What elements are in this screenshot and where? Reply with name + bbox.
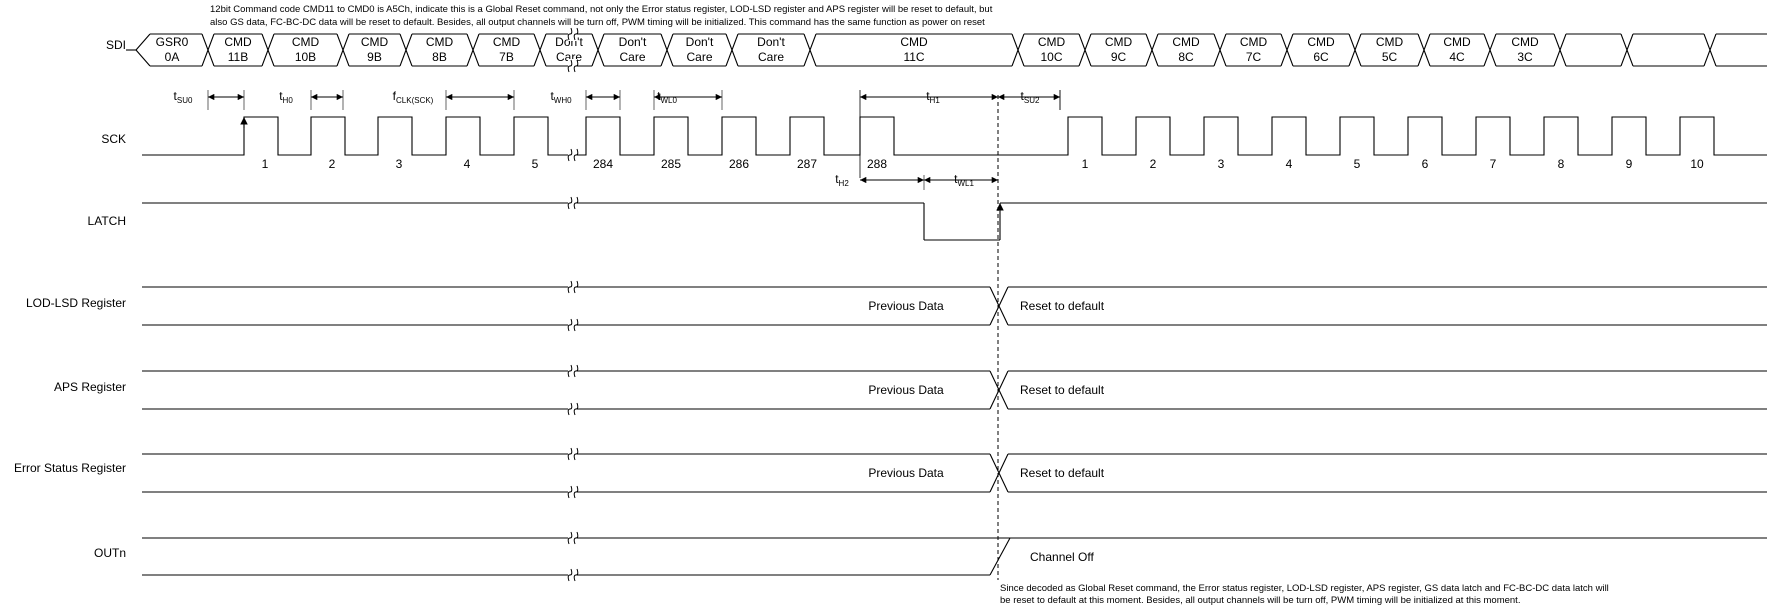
break-mark	[567, 568, 579, 582]
break-mark	[567, 59, 579, 73]
sck-pulse-label: 288	[867, 157, 887, 171]
aps-previous-data: Previous Data	[868, 383, 944, 397]
sdi-cell-line1: CMD	[900, 35, 928, 49]
twl1-label: tWL1	[954, 172, 974, 188]
signal-label-outn: OUTn	[93, 546, 126, 560]
err-previous-data: Previous Data	[868, 466, 944, 480]
aps-bus	[989, 370, 1009, 410]
sdi-cell-line1: Don't	[619, 35, 647, 49]
fclk-label: fCLK(SCK)	[393, 89, 434, 105]
sdi-cell-line1: CMD	[361, 35, 389, 49]
sck-pulse-label: 8	[1558, 157, 1565, 171]
sdi-cell-line1: CMD	[292, 35, 320, 49]
sdi-cell-line1: CMD	[426, 35, 454, 49]
signal-label-aps: APS Register	[53, 380, 126, 394]
sdi-cell-line1: CMD	[1443, 35, 1471, 49]
twl0-label: tWL0	[657, 89, 677, 105]
sck-pulse-label: 3	[396, 157, 403, 171]
sck-pulse-label: 284	[593, 157, 613, 171]
signal-label-latch: LATCH	[87, 214, 126, 228]
sck-pulse-label: 286	[729, 157, 749, 171]
sdi-cell-line1: CMD	[1307, 35, 1335, 49]
break-mark	[567, 27, 579, 41]
sdi-cell-line1: CMD	[1172, 35, 1200, 49]
sdi-cell-line2: 11C	[903, 50, 924, 64]
lod-previous-data: Previous Data	[868, 299, 944, 313]
sdi-cell-line1: CMD	[1376, 35, 1404, 49]
twh0-label: tWH0	[550, 89, 572, 105]
outn-channel-off: Channel Off	[1030, 550, 1094, 564]
sdi-cell-line2: 10C	[1040, 50, 1062, 64]
sdi-cell-line1: CMD	[1038, 35, 1066, 49]
sck-pulse-label: 2	[329, 157, 336, 171]
sdi-cell-line2: 6C	[1313, 50, 1329, 64]
sck-pulse-label: 1	[262, 157, 269, 171]
sdi-cell-line2: 5C	[1382, 50, 1398, 64]
err-reset-to-default: Reset to default	[1020, 466, 1105, 480]
error-status-bus	[989, 453, 1009, 493]
sck-pulse-label: 5	[1354, 157, 1361, 171]
sck-waveform	[142, 116, 1767, 156]
sck-pulse-label: 9	[1626, 157, 1633, 171]
sdi-cell-line1: CMD	[493, 35, 521, 49]
sdi-cell-line2: 4C	[1449, 50, 1465, 64]
signal-label-sck: SCK	[101, 132, 126, 146]
sdi-cell-line2: 0A	[165, 50, 180, 64]
sdi-cell-line2: 11B	[228, 50, 248, 64]
sdi-cell-line1: GSR0	[156, 35, 189, 49]
top-note: 12bit Command code CMD11 to CMD0 is A5Ch…	[210, 4, 993, 28]
break-mark	[567, 148, 579, 162]
bottom-note: Since decoded as Global Reset command, t…	[1000, 583, 1609, 606]
sdi-cell-line1: CMD	[1240, 35, 1268, 49]
signal-label-lod-lsd: LOD-LSD Register	[25, 296, 126, 310]
aps-reset-to-default: Reset to default	[1020, 383, 1105, 397]
sdi-cell-line2: Care	[758, 50, 784, 64]
tsu0-label: tSU0	[174, 89, 193, 105]
break-mark	[567, 196, 579, 210]
sdi-cell-line1: CMD	[1511, 35, 1539, 49]
lod-reset-to-default: Reset to default	[1020, 299, 1105, 313]
signal-label-error-status: Error Status Register	[13, 461, 126, 475]
break-mark	[567, 447, 579, 461]
sck-pulse-label: 285	[661, 157, 681, 171]
sck-pulse-label: 5	[532, 157, 539, 171]
th2-label: tH2	[835, 172, 849, 188]
sdi-cell-line2: 9B	[367, 50, 382, 64]
sdi-cell-line1: CMD	[224, 35, 252, 49]
sck-pulse-label: 4	[1286, 157, 1293, 171]
sck-pulse-label: 3	[1218, 157, 1225, 171]
sdi-cell-line2: 7C	[1246, 50, 1262, 64]
sdi-cell-line2: 3C	[1517, 50, 1533, 64]
th0-label: tH0	[279, 89, 293, 105]
sck-pulse-label: 4	[464, 157, 471, 171]
sdi-cell-line2: 8C	[1178, 50, 1194, 64]
lod-lsd-bus	[989, 286, 1009, 326]
sck-pulse-label: 2	[1150, 157, 1157, 171]
sdi-cell-line2: 8B	[432, 50, 447, 64]
sdi-cell-line1: CMD	[1105, 35, 1133, 49]
sck-pulse-label: 6	[1422, 157, 1429, 171]
break-mark	[567, 318, 579, 332]
sdi-cell-line1: Don't	[757, 35, 785, 49]
break-mark	[567, 364, 579, 378]
sck-pulse-label: 7	[1490, 157, 1497, 171]
sck-pulse-label: 287	[797, 157, 817, 171]
sdi-cell-line1: Don't	[686, 35, 714, 49]
break-mark	[567, 280, 579, 294]
sdi-cell-line2: 9C	[1111, 50, 1127, 64]
sdi-cell-line2: 7B	[499, 50, 514, 64]
signal-label-sdi: SDI	[105, 38, 126, 52]
break-mark	[567, 485, 579, 499]
sdi-cell-line2: Care	[686, 50, 712, 64]
outn-transition	[989, 537, 1011, 576]
sck-pulse-label: 10	[1690, 157, 1704, 171]
th1-label: tH1	[926, 89, 940, 105]
break-mark	[567, 531, 579, 545]
sdi-cell-line2: Care	[619, 50, 645, 64]
tsu2-label: tSU2	[1021, 89, 1040, 105]
break-mark	[567, 402, 579, 416]
sdi-cell-line2: 10B	[295, 50, 316, 64]
sck-pulse-label: 1	[1082, 157, 1089, 171]
